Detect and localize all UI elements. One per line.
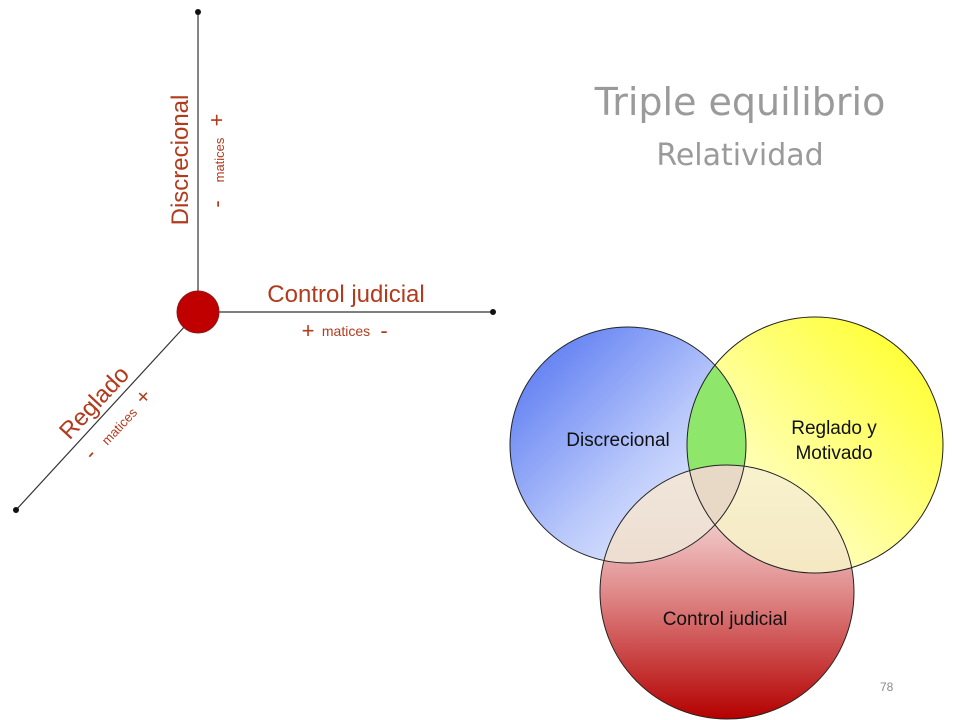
vertical-axis-plus: + [204,114,229,127]
horizontal-axis-plus: + [302,318,315,343]
venn-label-reglado-line1: Reglado y [791,418,877,439]
diagonal-axis [15,311,199,511]
horizontal-axis-matices: + matices - [302,318,388,343]
venn-overlap-reglado-control [687,465,854,573]
venn-label-reglado-line2: Motivado [795,443,872,464]
vertical-axis-matices: - matices + [204,114,229,208]
slide-title: Triple equilibrio [594,80,886,124]
vertical-axis-label: Discrecional [167,95,194,226]
venn-overlap-discrecional-control [600,465,746,563]
vertical-axis-minus: - [204,200,229,207]
horizontal-axis-minus: - [380,318,387,343]
horizontal-axis-end-dot [490,309,496,315]
horizontal-axis-matices-word: matices [322,323,370,339]
venn-label-control-judicial: Control judicial [663,609,788,630]
horizontal-axis-label: Control judicial [267,281,424,308]
venn-label-discrecional: Discrecional [566,430,669,451]
vertical-axis-matices-word: matices [212,137,227,182]
slide-subtitle: Relatividad [656,138,824,173]
vertical-axis-end-dot [195,9,201,15]
diagonal-axis-end-dot [13,507,19,513]
origin-dot [176,290,220,334]
page-number: 78 [880,680,894,694]
